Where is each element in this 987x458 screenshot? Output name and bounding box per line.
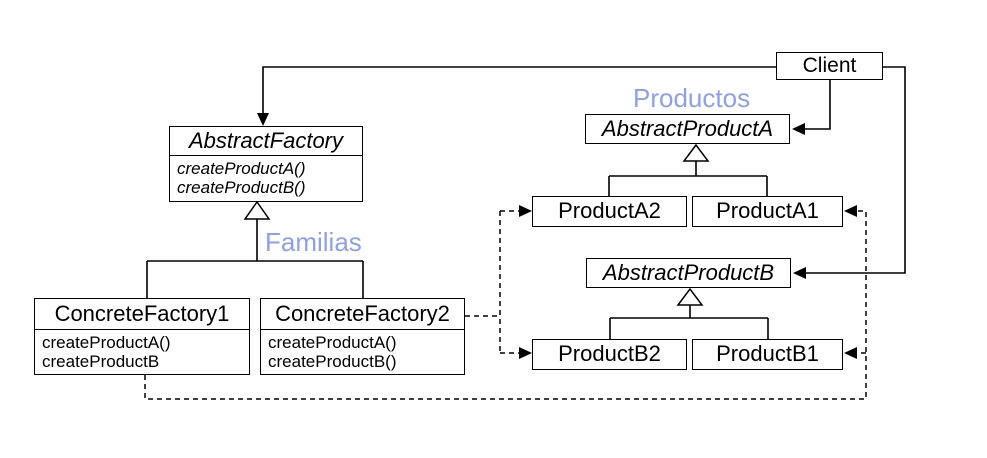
productos-label: Productos <box>633 83 751 113</box>
method-label: createProductA() <box>177 159 306 178</box>
method-label: createProductB() <box>177 178 306 197</box>
dependency-concretefactory2-to-products <box>465 205 532 359</box>
arrowhead-right-icon <box>519 205 532 217</box>
methods-compartment: createProductA() createProductB() <box>261 329 464 371</box>
class-box-product-b1: ProductB1 <box>692 339 843 370</box>
inheritance-triangle-icon <box>682 143 710 162</box>
class-box-concrete-factory1: ConcreteFactory1 createProductA() create… <box>34 298 250 375</box>
class-title: ConcreteFactory2 <box>275 301 450 326</box>
arrowhead-left-icon <box>844 205 857 217</box>
class-title: AbstractProductB <box>602 260 775 285</box>
arrowhead-left-icon <box>844 347 857 359</box>
methods-compartment: createProductA() createProductB() <box>170 155 362 197</box>
class-title: ProductA2 <box>558 198 661 223</box>
inheritance-productb <box>609 287 769 339</box>
inheritance-triangle-icon <box>243 200 271 220</box>
method-label: createProductB() <box>268 352 397 371</box>
arrowhead-left-icon <box>792 123 805 135</box>
inheritance-factories <box>146 200 364 298</box>
class-title: ProductA1 <box>716 198 819 223</box>
class-title: ConcreteFactory1 <box>54 301 230 326</box>
class-box-product-a2: ProductA2 <box>532 196 687 227</box>
association-client-to-abstractproductb <box>793 66 906 279</box>
class-box-client: Client <box>776 52 883 80</box>
class-box-abstract-product-b: AbstractProductB <box>586 258 791 288</box>
association-client-to-abstractproducta <box>792 80 831 135</box>
class-box-abstract-product-a: AbstractProductA <box>585 114 790 144</box>
dependency-concretefactory1-to-products <box>144 205 867 400</box>
class-title: Client <box>802 54 857 77</box>
arrowhead-left-icon <box>793 267 806 279</box>
familias-label: Familias <box>265 227 362 257</box>
class-title: ProductB1 <box>716 341 819 366</box>
class-box-product-a1: ProductA1 <box>692 196 843 227</box>
association-client-to-abstractfactory <box>257 66 776 126</box>
class-box-concrete-factory2: ConcreteFactory2 createProductA() create… <box>260 298 465 375</box>
method-label: createProductA() <box>268 333 397 352</box>
arrowhead-down-icon <box>257 113 269 126</box>
arrowhead-right-icon <box>519 347 532 359</box>
class-box-product-b2: ProductB2 <box>532 339 687 370</box>
methods-compartment: createProductA() createProductB <box>35 329 249 371</box>
class-title: AbstractProductA <box>601 116 774 141</box>
method-label: createProductA() <box>42 333 171 352</box>
inheritance-triangle-icon <box>676 287 704 306</box>
class-title: AbstractFactory <box>188 128 344 153</box>
inheritance-producta <box>608 143 768 196</box>
method-label: createProductB <box>42 352 160 371</box>
class-box-abstract-factory: AbstractFactory createProductA() createP… <box>169 126 363 202</box>
class-title: ProductB2 <box>558 341 661 366</box>
